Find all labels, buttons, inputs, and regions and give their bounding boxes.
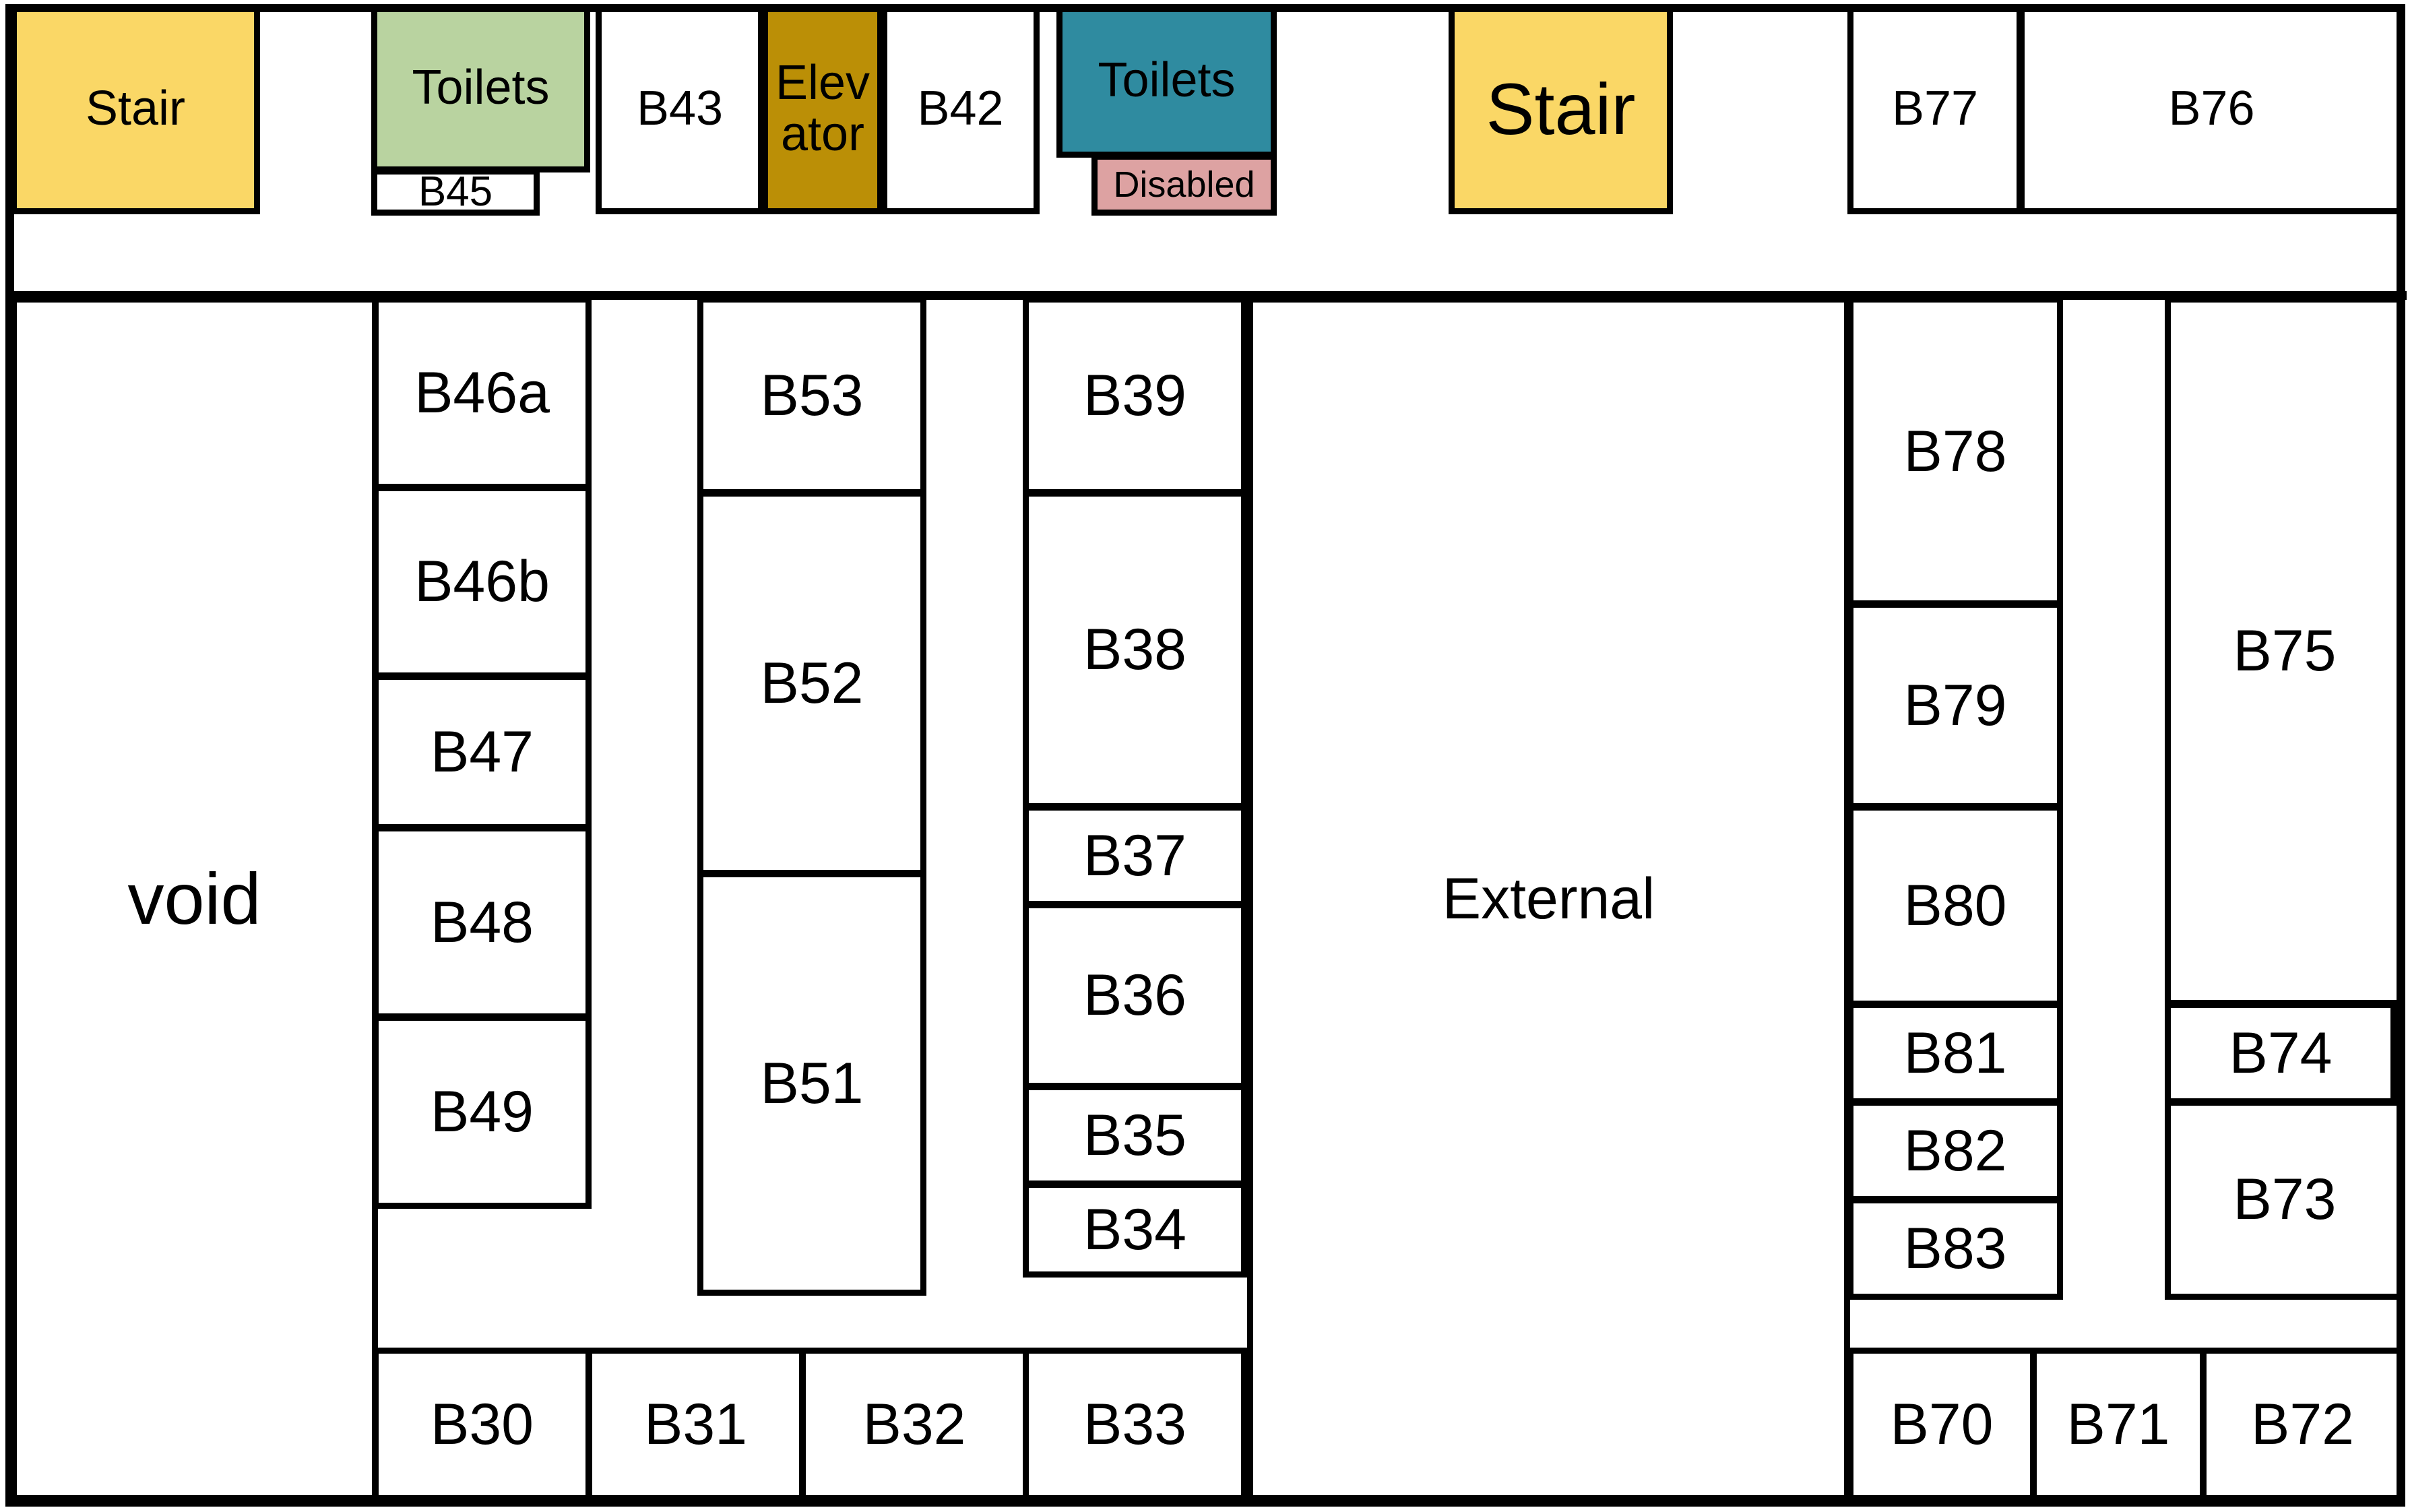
room-b31[interactable]: B31 [586,1348,805,1501]
room-label: B30 [430,1391,534,1457]
room-b46b[interactable]: B46b [373,485,592,679]
room-label: B48 [430,889,534,955]
room-b77[interactable]: B77 [1847,4,2023,214]
room-label: Elev ator [775,56,870,161]
room-label: B46a [414,360,550,426]
room-label: External [1442,866,1655,931]
room-label: Stair [85,82,186,136]
room-b43[interactable]: B43 [596,4,764,214]
room-label: B83 [1903,1216,2007,1281]
room-label: B71 [2066,1391,2170,1457]
room-label: B37 [1083,823,1187,888]
room-b82[interactable]: B82 [1847,1100,2063,1202]
room-b38[interactable]: B38 [1023,491,1247,809]
room-label: B42 [917,82,1004,136]
room-label: Toilets [412,61,550,115]
room-b30[interactable]: B30 [373,1348,592,1501]
room-label: B38 [1083,617,1187,683]
room-b34[interactable]: B34 [1023,1182,1247,1278]
room-b51[interactable]: B51 [697,871,926,1296]
corridor-wall-top-center [1243,291,1853,300]
room-b78[interactable]: B78 [1847,296,2063,606]
outer-wall-bottom [5,1497,2405,1507]
room-b83[interactable]: B83 [1847,1197,2063,1300]
room-label: void [127,858,261,940]
room-toilets-green[interactable]: Toilets [371,4,590,172]
outer-wall-top [5,4,2405,12]
room-label: B52 [760,650,864,716]
room-b75[interactable]: B75 [2165,296,2405,1006]
room-stair-right[interactable]: Stair [1449,4,1673,214]
room-label: B45 [418,168,493,216]
room-b79[interactable]: B79 [1847,602,2063,809]
room-label: B79 [1903,672,2007,738]
room-label: B72 [2250,1391,2355,1457]
room-label: B53 [760,363,864,429]
room-label: B76 [2168,82,2255,136]
room-b52[interactable]: B52 [697,491,926,876]
room-b49[interactable]: B49 [373,1015,592,1209]
room-b72[interactable]: B72 [2200,1348,2405,1501]
room-b37[interactable]: B37 [1023,805,1247,907]
outer-wall-left [5,4,14,1507]
room-label: B33 [1083,1391,1187,1457]
room-label: B81 [1903,1020,2007,1085]
room-external[interactable]: External [1247,296,1850,1501]
room-b32[interactable]: B32 [800,1348,1029,1501]
room-elevator[interactable]: Elev ator [762,4,883,214]
room-b39[interactable]: B39 [1023,296,1247,495]
room-label: B39 [1083,363,1187,429]
room-label: B73 [2233,1167,2337,1232]
room-b46a[interactable]: B46a [373,296,592,490]
room-label: B46b [414,549,550,615]
room-label: B51 [760,1050,864,1116]
room-b70[interactable]: B70 [1847,1348,2036,1501]
room-label: B77 [1891,82,1979,136]
room-label: B36 [1083,963,1187,1028]
room-b36[interactable]: B36 [1023,902,1247,1089]
room-label: B49 [430,1079,534,1144]
room-label: B43 [636,82,724,136]
room-disabled-toilet[interactable]: Disabled [1091,154,1277,216]
room-b80[interactable]: B80 [1847,805,2063,1007]
room-label: B75 [2233,619,2337,684]
room-label: B70 [1890,1391,1994,1457]
room-b48[interactable]: B48 [373,825,592,1019]
room-label: B32 [862,1391,966,1457]
room-label: Toilets [1098,53,1236,108]
room-label: B35 [1083,1102,1187,1168]
room-b47[interactable]: B47 [373,674,592,830]
room-b42[interactable]: B42 [881,4,1040,214]
room-label: B82 [1903,1118,2007,1183]
corridor-wall-top-east [1847,291,2407,300]
room-b35[interactable]: B35 [1023,1084,1247,1187]
room-b71[interactable]: B71 [2031,1348,2206,1501]
room-label: B31 [643,1391,748,1457]
room-label: B34 [1083,1197,1187,1262]
room-b73[interactable]: B73 [2165,1100,2405,1300]
room-b45[interactable]: B45 [371,168,540,216]
room-b81[interactable]: B81 [1847,1002,2063,1104]
room-stair-left[interactable]: Stair [11,4,260,214]
room-label: Stair [1486,68,1636,150]
room-b76[interactable]: B76 [2019,4,2405,214]
room-label: Disabled [1113,164,1255,205]
corridor-wall-top-west [5,291,1248,300]
room-label: B80 [1903,873,2007,938]
room-label: B74 [2229,1020,2333,1085]
room-b53[interactable]: B53 [697,296,926,495]
room-label: B47 [430,719,534,784]
room-b33[interactable]: B33 [1023,1348,1247,1501]
room-void[interactable]: void [11,296,378,1501]
room-label: B78 [1903,418,2007,484]
room-toilets-teal[interactable]: Toilets [1056,4,1277,158]
room-b74[interactable]: B74 [2165,1002,2397,1104]
outer-wall-right [2397,4,2405,1507]
